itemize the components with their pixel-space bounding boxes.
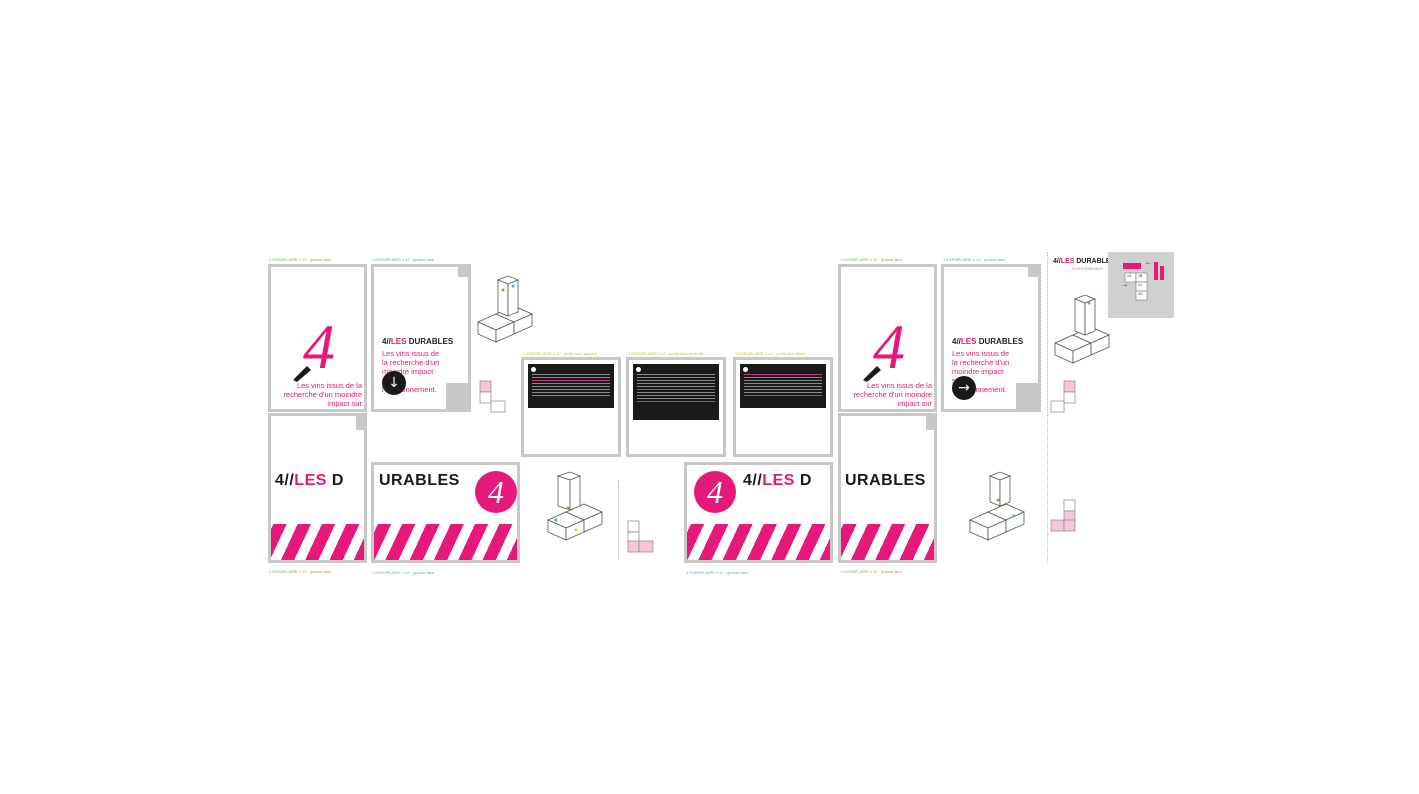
panel-banner-left: 4//LES D <box>268 413 367 563</box>
l-shape-diagram <box>627 520 654 553</box>
label-grande-face: 1 EXEMPLAIRE // x2 · grande face <box>269 569 332 574</box>
fold-corner <box>458 267 468 277</box>
bullet-icon <box>531 367 536 372</box>
label-petite-face: 1 EXEMPLAIRE // x2 · petite face droite <box>735 351 806 356</box>
label-grande-face: 1 EXEMPLAIRE // x2 · grande face <box>840 569 903 574</box>
panel-cover-title: 4//LES DURABLES Les vins issus de la rec… <box>371 264 471 412</box>
stripe-band <box>271 524 364 560</box>
banner-title: 4//LES D <box>743 472 812 489</box>
banner-title-end: URABLES <box>379 472 460 489</box>
label-grande-face: 1 EXEMPLAIRE // x2 · grande face <box>372 570 435 575</box>
legend-bar <box>1123 263 1141 269</box>
box-assembly-diagram <box>969 471 1025 541</box>
fold-corner <box>1016 383 1038 409</box>
fold-corner <box>446 383 468 409</box>
tagline: Les vins issus de la recherche d'un moin… <box>283 381 362 409</box>
cut-line <box>1047 252 1048 562</box>
bullet-icon <box>743 367 748 372</box>
panel-banner-right: URABLES 4 <box>371 462 520 563</box>
label-grande-face: 1 EXEMPLAIRE // x2 · grande face <box>840 257 903 262</box>
label-grande-face: 1 EXEMPLAIRE // x2 · grande face <box>943 257 1006 262</box>
positioning-legend: 1A 1B 1C 1D → ← <box>1108 252 1174 318</box>
pen-nib-icon <box>293 366 311 382</box>
banner-title: 4//LES D <box>275 472 344 489</box>
right-arrow-button[interactable]: → <box>952 376 976 400</box>
label-petite-face: 1 EXEMPLAIRE // x2 · petite face gauche <box>523 351 597 356</box>
panel-side-left <box>521 357 621 457</box>
fold-corner <box>356 416 364 430</box>
brand-title: 4//LES DURABLES <box>952 337 1024 346</box>
arrow-left-icon: ← <box>1146 260 1152 267</box>
l-shape-diagram <box>479 380 506 413</box>
stripe-band <box>374 524 517 560</box>
brand-title: 4//LES DURABLES <box>382 337 454 346</box>
arrow-right-icon: → <box>1122 282 1128 289</box>
legend-mark <box>1154 262 1158 280</box>
stripe-band <box>841 524 934 560</box>
l-shape-diagram <box>1050 499 1076 532</box>
numeral-disc: 4 <box>694 471 736 513</box>
tagline: Les vins issus de la recherche d'un moin… <box>853 381 932 409</box>
fold-corner <box>1028 267 1038 277</box>
label-grande-face: 1 EXEMPLAIRE // x2 · grande face <box>372 257 435 262</box>
text-block <box>633 364 719 420</box>
legend-cell: 1D <box>1138 292 1143 296</box>
legend-mark <box>1160 266 1164 280</box>
box-assembly-diagram <box>477 275 533 343</box>
legend-grid <box>1124 272 1148 301</box>
legend-cell: 1A <box>1127 274 1132 278</box>
label-grande-face: 1 EXEMPLAIRE // x2 · grande face <box>686 570 749 575</box>
panel-banner-center: 4 4//LES D <box>684 462 833 563</box>
brand-title: 4//LES DURABLES <box>1053 258 1116 265</box>
text-block <box>740 364 826 408</box>
label-petite-face: 1 EXEMPLAIRE // x2 · petite face central… <box>628 351 703 356</box>
panel-side-center <box>626 357 726 457</box>
down-arrow-button[interactable]: ↓ <box>382 371 406 395</box>
fold-corner <box>926 416 934 430</box>
panel-banner-end: URABLES <box>838 413 937 563</box>
banner-title-end: URABLES <box>845 472 926 489</box>
box-assembly-diagram <box>1054 294 1110 364</box>
bullet-icon <box>636 367 641 372</box>
legend-cell: 1C <box>1138 283 1143 287</box>
positioning-label: POSITIONNEMENT <box>1072 267 1104 271</box>
cut-line <box>618 480 619 560</box>
label-grande-face: 1 EXEMPLAIRE // x2 · grande face <box>269 257 332 262</box>
panel-cover-numeral: 4 Les vins issus de la recherche d'un mo… <box>838 264 937 412</box>
legend-cell: 1B <box>1138 274 1143 278</box>
stripe-band <box>687 524 830 560</box>
numeral-disc: 4 <box>475 471 517 513</box>
pen-nib-icon <box>863 366 881 382</box>
panel-cover-numeral: 4 Les vins issus de la recherche d'un mo… <box>268 264 367 412</box>
text-block <box>528 364 614 408</box>
box-assembly-diagram <box>547 471 603 541</box>
panel-cover-title: 4//LES DURABLES Les vins issus de la rec… <box>941 264 1041 412</box>
panel-side-right <box>733 357 833 457</box>
l-shape-diagram <box>1050 380 1076 413</box>
